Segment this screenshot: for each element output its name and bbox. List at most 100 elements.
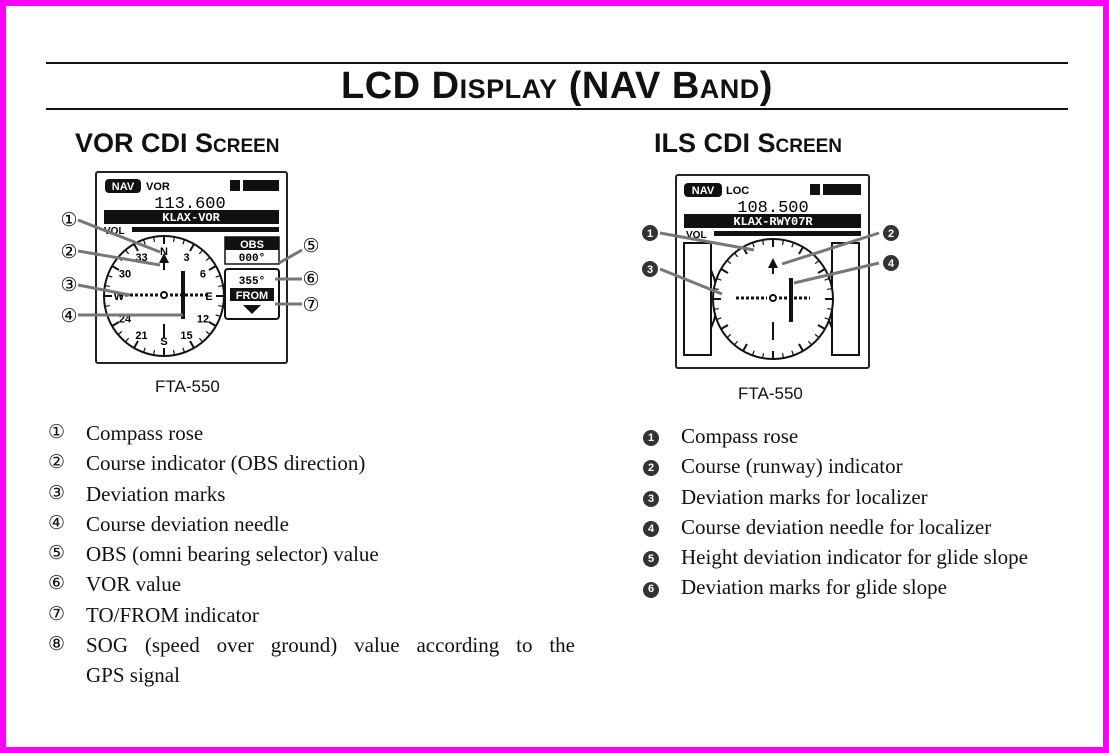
compass-tick (726, 333, 732, 339)
compass-tick (182, 347, 186, 353)
compass-tick (124, 337, 130, 343)
compass-tick (781, 239, 785, 245)
compass-label: 21 (135, 330, 147, 342)
legend-number: 6 (643, 581, 659, 598)
compass-tick (751, 242, 755, 248)
bottom-rule (46, 108, 1068, 110)
compass-tick (133, 243, 139, 252)
compass-tick (104, 304, 110, 308)
glide-slope-scale-right (831, 242, 860, 356)
legend-item: ⑧ SOG (speed over ground) value according… (48, 630, 575, 660)
center-dot (769, 294, 777, 302)
compass-tick (761, 353, 765, 359)
callout-1-leader (77, 218, 161, 254)
legend-number: 1 (643, 430, 659, 447)
glide-slope-scale-left (683, 242, 712, 356)
legend-text: Course deviation needle for localizer (681, 514, 992, 539)
vol-bar (132, 227, 279, 232)
legend-text: SOG (speed over ground) value according … (86, 633, 575, 658)
compass-tick (152, 236, 156, 242)
compass-tick (189, 243, 195, 252)
compass-label: E (205, 291, 212, 303)
course-indicator-arrow (159, 253, 169, 263)
top-rule (46, 62, 1068, 64)
callout-2-leader (781, 231, 880, 266)
page-title: LCD Display (NAV Band) (341, 65, 773, 107)
from-arrow-icon (243, 305, 261, 314)
compass-tick (791, 242, 795, 248)
compass-tick (798, 246, 804, 255)
callout-7: ⑦ (302, 295, 319, 316)
legend-text: Course (runway) indicator (681, 454, 903, 479)
compass-label: W (114, 291, 125, 303)
compass-label: 15 (180, 330, 192, 342)
nav-badge-label: NAV (112, 181, 135, 193)
callout-2: 2 (888, 228, 894, 240)
compass-tick (814, 333, 820, 339)
callout-4-leader (793, 261, 880, 285)
compass-tick (807, 340, 813, 346)
nav-badge (684, 183, 722, 197)
obs-value: 000° (239, 253, 265, 265)
compass-tick (124, 249, 130, 255)
compass-ticks (713, 239, 833, 359)
compass-tick (827, 307, 833, 311)
nav-badge-label: NAV (692, 185, 715, 197)
course-deviation-needle (181, 271, 185, 319)
compass-tick (208, 265, 217, 271)
legend-text: Course indicator (OBS direction) (86, 451, 366, 476)
compass-label: N (160, 246, 168, 258)
compass-tick (716, 317, 722, 321)
callout-5: ⑤ (302, 236, 319, 257)
compass-tick (824, 317, 830, 321)
compass-tick (817, 268, 826, 274)
frequency: 113.600 (154, 195, 225, 214)
callout-3-leader (77, 283, 131, 297)
compass-tick (733, 252, 739, 258)
course-indicator-arrow (768, 258, 778, 268)
callout-1: ① (60, 210, 77, 231)
compass-tick (111, 321, 120, 327)
legend-number: 2 (643, 460, 659, 477)
ils-heading: ILS CDI Screen (654, 128, 843, 158)
callout-2-leader (77, 249, 161, 267)
legend-number: ⑤ (48, 543, 66, 565)
compass-tick (726, 259, 732, 265)
callout-1-circle (642, 225, 658, 241)
status-bar (243, 180, 279, 191)
station-name: KLAX-RWY07R (733, 215, 813, 229)
callout-6: ⑥ (302, 269, 319, 290)
callout-1: 1 (647, 228, 653, 240)
compass-tick (827, 287, 833, 291)
signal-icon (230, 180, 240, 191)
legend-item: 6 Deviation marks for glide slope (643, 572, 1083, 602)
compass-tick (172, 350, 176, 356)
compass-tick (791, 350, 795, 356)
compass-tick (104, 284, 110, 288)
callout-5-leader (278, 248, 303, 265)
legend-text: Compass rose (681, 424, 799, 448)
compass-tick (733, 340, 739, 346)
to-from-indicator: FROM (236, 290, 268, 302)
compass-tick (720, 324, 729, 330)
signal-icon (810, 184, 820, 195)
legend-number: 4 (643, 521, 659, 538)
compass-tick (218, 304, 224, 308)
vor-value: 355° (239, 276, 265, 288)
legend-number: ⑧ (48, 634, 66, 656)
compass-label: 3 (183, 252, 189, 264)
compass-tick (761, 239, 765, 245)
legend-number: 5 (643, 551, 659, 568)
legend-text: Deviation marks for glide slope (681, 575, 947, 600)
station-bar (684, 214, 861, 228)
vor-heading: VOR CDI Screen (75, 128, 280, 158)
callout-4-circle (883, 255, 899, 271)
compass-tick (720, 268, 729, 274)
ils-cdi-figure: NAV LOC 108.500 KLAX-RWY07R VOL 1 3 2 4 (642, 174, 899, 369)
